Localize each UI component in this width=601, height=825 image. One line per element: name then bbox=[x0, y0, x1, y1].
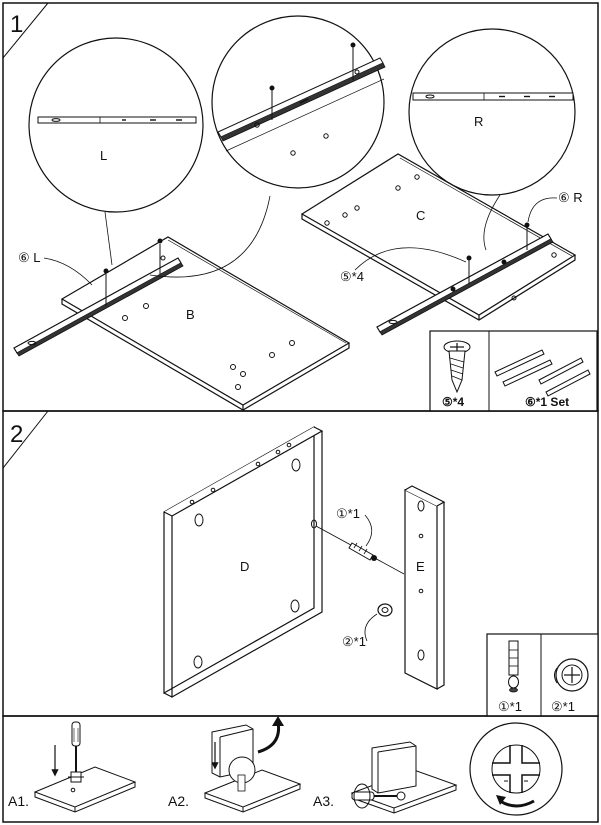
substep-a1: A1. bbox=[8, 721, 137, 813]
substep-a1-label: A1. bbox=[8, 793, 29, 809]
slide-right-leader bbox=[527, 197, 558, 223]
dowel-callout: ①*1 bbox=[336, 506, 360, 521]
drawer-slide-left bbox=[13, 238, 184, 357]
step-2-section: 2 D E bbox=[2, 410, 599, 717]
drawer-slides-icon bbox=[494, 349, 591, 397]
panel-d-label: D bbox=[240, 559, 249, 574]
zoom-circle-left: L bbox=[28, 37, 204, 213]
zoom-right-connector bbox=[483, 194, 501, 251]
screwdriver-icon bbox=[71, 721, 81, 772]
step-2-parts-box: ①*1 ②*1 bbox=[486, 633, 599, 717]
substep-a2: A2. bbox=[168, 716, 302, 813]
step-1-number: 1 bbox=[10, 11, 23, 38]
dowel-leader bbox=[364, 514, 373, 547]
parts-screw-label: ⑤*4 bbox=[442, 395, 464, 409]
dowel-icon bbox=[508, 640, 519, 693]
substep-a3: A3. bbox=[313, 741, 458, 814]
zoom-left-label: L bbox=[100, 148, 107, 163]
cam-leader bbox=[364, 613, 378, 642]
substep-a2-label: A2. bbox=[168, 793, 189, 809]
zoom-left-connector bbox=[104, 211, 113, 266]
cam-callout: ②*1 bbox=[342, 634, 366, 649]
zoom-right-label: R bbox=[474, 114, 483, 129]
cam-lock-icon bbox=[554, 658, 589, 692]
step-2-number: 2 bbox=[10, 421, 23, 448]
panel-b-drawing: B bbox=[60, 236, 351, 411]
zoom-circle-middle bbox=[211, 15, 386, 189]
panel-c-drawing: C bbox=[300, 153, 577, 321]
panel-b-label: B bbox=[186, 307, 195, 322]
screws-callout: ⑤*4 bbox=[340, 269, 364, 284]
slide-left-callout: ⑥ L bbox=[18, 250, 41, 265]
substep-a3-label: A3. bbox=[313, 793, 334, 809]
dowel-drawing bbox=[315, 525, 405, 575]
rotate-icon bbox=[499, 799, 535, 808]
slide-right-callout: ⑥ R bbox=[558, 190, 583, 205]
slide-left-leader bbox=[43, 257, 93, 286]
panel-c-label: C bbox=[416, 208, 425, 223]
parts-slides-label: ⑥*1 Set bbox=[525, 395, 569, 409]
step-1-parts-box: ⑤*4 ⑥*1 Set bbox=[429, 330, 598, 412]
cam-detail-circle bbox=[469, 722, 563, 816]
parts-dowel-label: ①*1 bbox=[498, 699, 522, 714]
cam-lock-drawing bbox=[377, 603, 393, 617]
zoom-mid-connector bbox=[149, 195, 271, 278]
screws-leader bbox=[354, 247, 467, 271]
substep-strip: A1. A2. bbox=[2, 715, 599, 823]
screw-icon bbox=[443, 340, 471, 394]
panel-d-drawing: D bbox=[163, 425, 324, 699]
step-1-section: 1 B ⑥ L bbox=[2, 2, 599, 412]
panel-e-drawing: E bbox=[404, 485, 446, 690]
zoom-circle-right: R bbox=[408, 28, 576, 196]
parts-cam-label: ②*1 bbox=[551, 699, 575, 714]
screwdriver-turning-icon bbox=[351, 783, 406, 809]
panel-e-label: E bbox=[416, 559, 425, 574]
drawer-slide-right bbox=[376, 222, 554, 336]
